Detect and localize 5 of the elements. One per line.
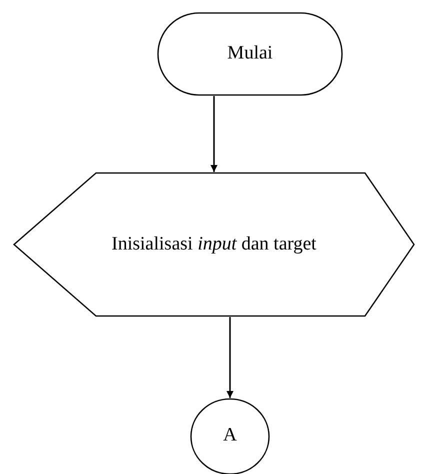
- node-label: Mulai: [226, 42, 274, 66]
- arrow: [210, 96, 218, 172]
- node-label: Inisialisasi input dan target: [110, 232, 318, 256]
- arrow: [226, 317, 234, 398]
- node-label: A: [222, 423, 238, 448]
